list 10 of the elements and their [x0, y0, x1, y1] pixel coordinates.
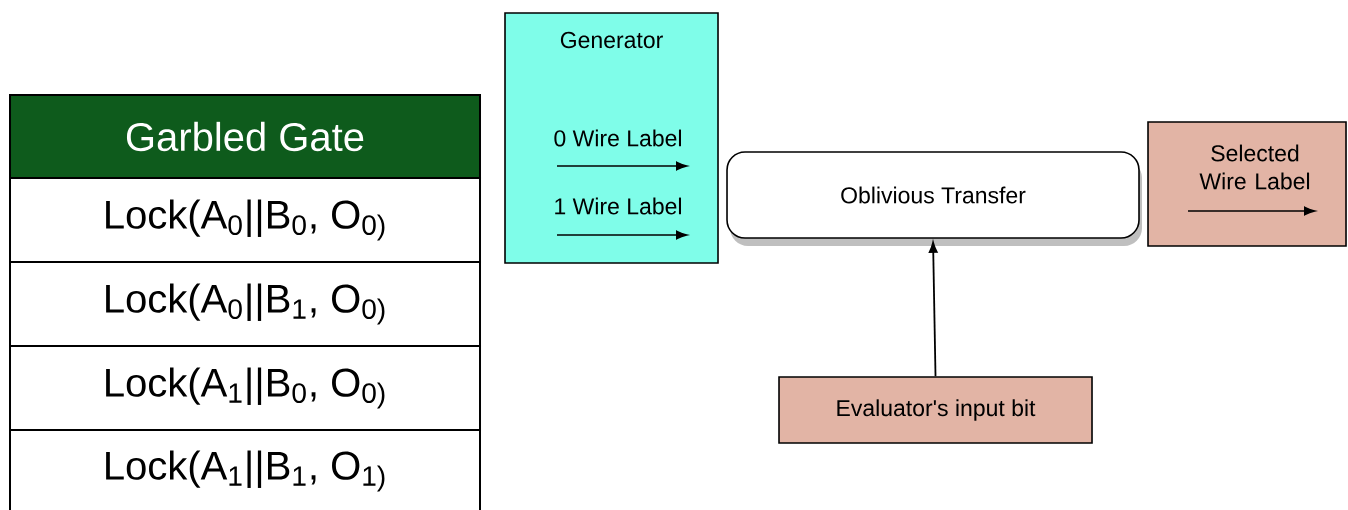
table-row: Lock(A$_{0}$||B$_{1}$, O$_{0)}$	[9, 261, 481, 347]
arrow	[928, 241, 938, 378]
table-row: Lock(A$_{0}$||B$_{0}$, O$_{0)}$	[9, 177, 481, 263]
output-box: Selected Wire Label	[1147, 121, 1347, 247]
table-row: Lock(A$_{1}$||B$_{0}$, O$_{0)}$	[9, 345, 481, 431]
input-box: Evaluator's input bit	[778, 376, 1093, 444]
generator-box: Generator 0 Wire Label 1 Wire Label	[504, 12, 719, 264]
process-box: Oblivious Transfer	[726, 151, 1142, 246]
table-header: Garbled Gate	[9, 94, 481, 179]
table-row: Lock(A$_{1}$||B$_{1}$, O$_{1)}$	[9, 429, 481, 510]
